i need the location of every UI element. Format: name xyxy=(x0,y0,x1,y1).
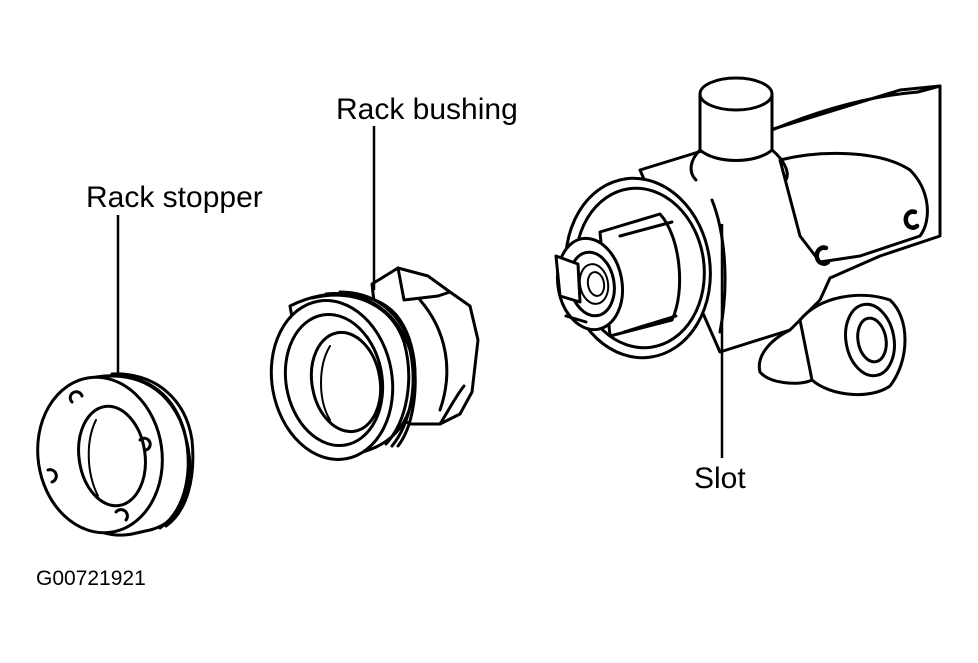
rack-housing-part xyxy=(554,76,942,397)
rack-stopper-part xyxy=(36,372,195,537)
rack-bushing-part xyxy=(269,266,480,461)
slot-label: Slot xyxy=(694,462,746,495)
rack-stopper-label: Rack stopper xyxy=(86,181,263,214)
figure-id: G00721921 xyxy=(36,567,146,590)
rack-bushing-label: Rack bushing xyxy=(336,93,518,126)
